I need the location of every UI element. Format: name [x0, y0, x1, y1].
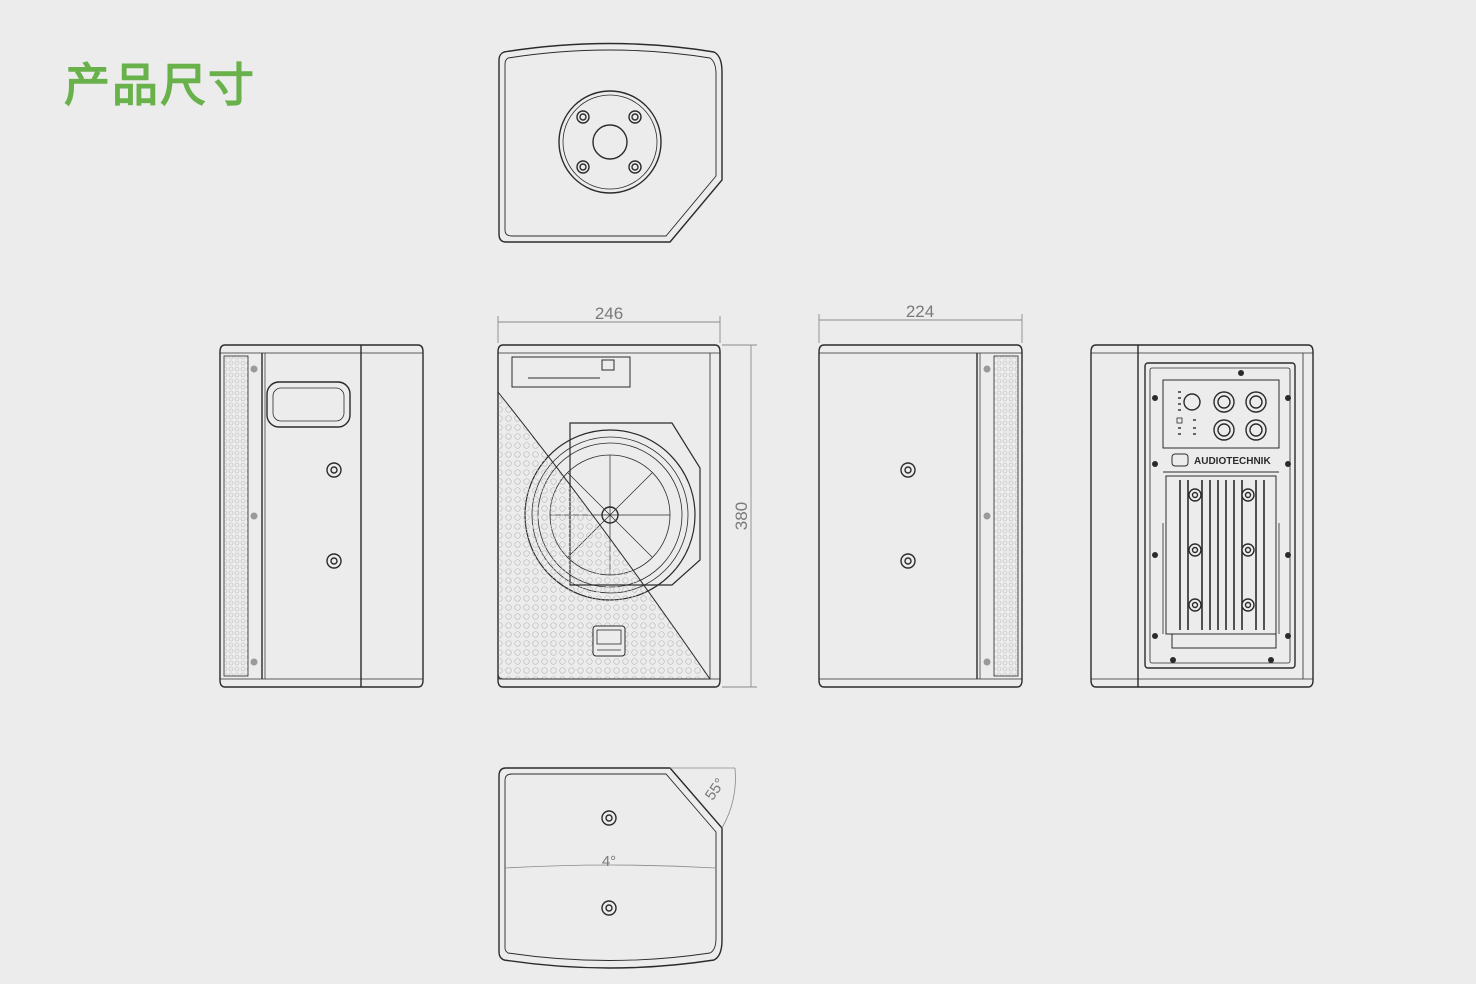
left-side-view — [219, 344, 424, 688]
height-label: 380 — [732, 502, 751, 530]
front-width-label: 246 — [595, 304, 623, 323]
bottom-view — [498, 767, 736, 969]
rear-view — [1090, 344, 1314, 688]
dimension-lines — [497, 314, 1023, 688]
side-depth-label: 224 — [906, 302, 934, 321]
right-side-view — [818, 344, 1023, 688]
rear-brand-text: AUDIOTECHNIK — [1194, 456, 1271, 467]
tilt-angle-label: 4° — [602, 853, 616, 870]
top-view — [498, 42, 723, 243]
bottom-angle-label: 55° — [702, 775, 729, 803]
front-view — [497, 344, 721, 688]
page-title: 产品尺寸 — [64, 58, 256, 112]
